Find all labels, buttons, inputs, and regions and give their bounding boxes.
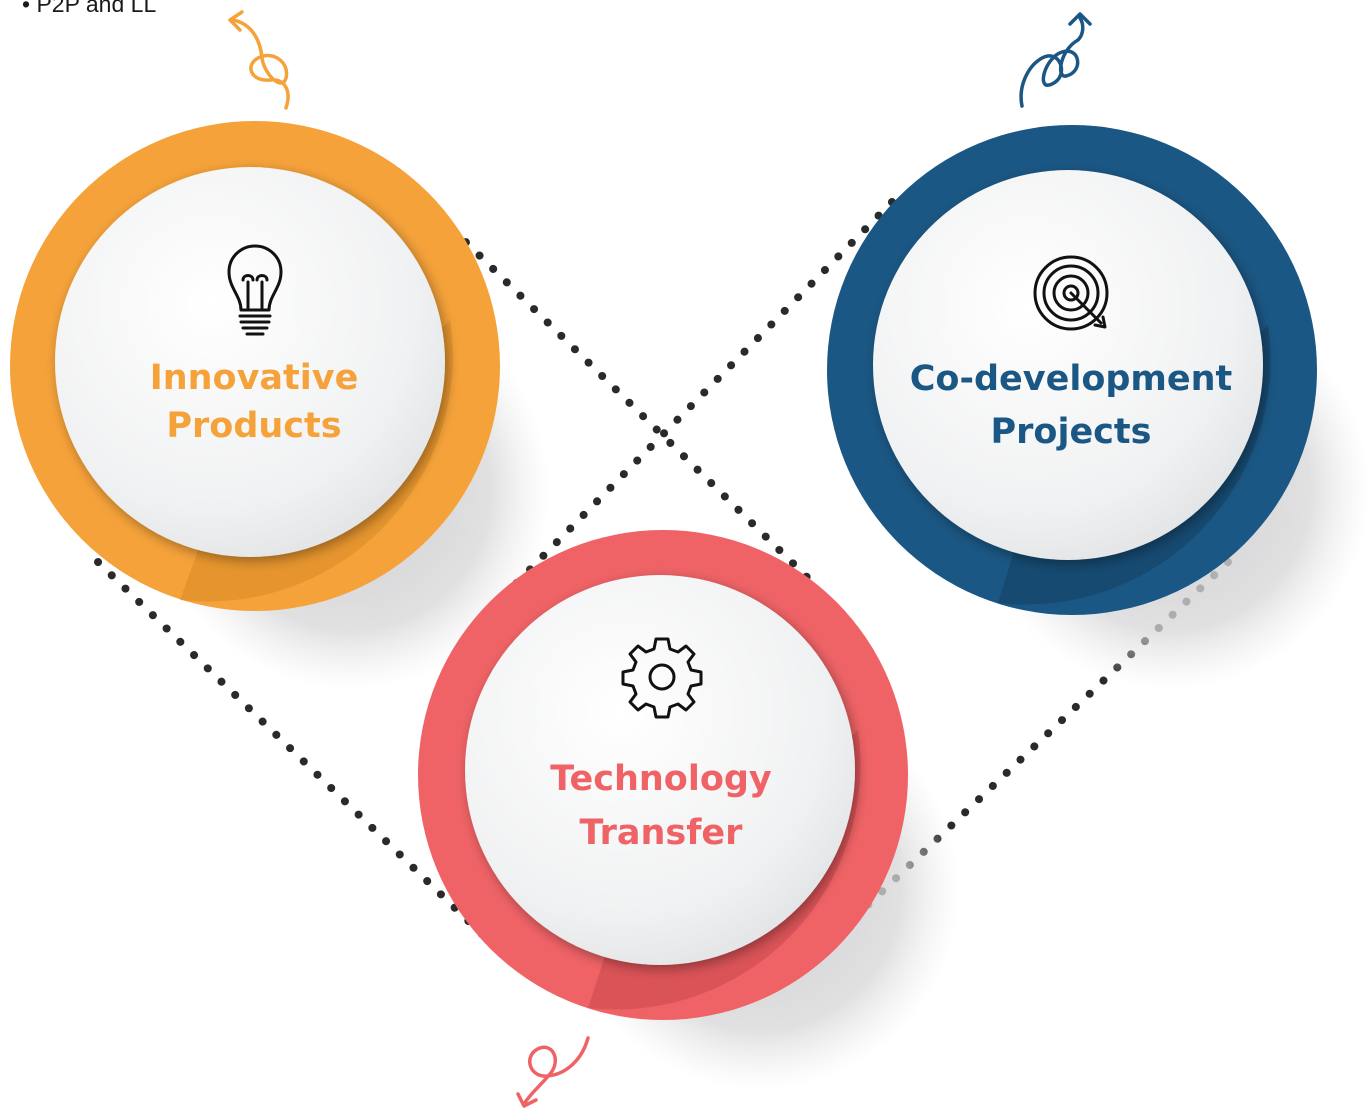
connector-lines (94, 198, 1232, 944)
connector-codev-to-tech (484, 198, 896, 616)
squiggle-arrow-red-icon (516, 1036, 590, 1108)
node-co-development-projects: Co-development Projects (827, 125, 1370, 690)
target-icon (1033, 255, 1109, 331)
node-label-line-2: Transfer (580, 813, 744, 853)
squiggle-arrow-orange-icon (228, 10, 290, 110)
node-label-line-1: Technology (550, 759, 772, 799)
node-label-line-1: Innovative (150, 358, 359, 398)
gear-icon (621, 637, 703, 719)
squiggle-arrow-blue-icon (1019, 12, 1092, 108)
node-inner-disc (55, 167, 445, 557)
node-inner-disc (873, 170, 1263, 560)
connector-innovative-to-codev (421, 198, 819, 589)
node-innovative-products: Innovative Products (10, 121, 550, 690)
node-technology-transfer: Technology Transfer (418, 530, 960, 1090)
top-note: • P2P and LL (22, 0, 157, 17)
node-label-line-2: Products (166, 406, 341, 446)
node-label-line-2: Projects (990, 412, 1151, 452)
node-inner-disc (465, 575, 855, 965)
lightbulb-icon (227, 244, 283, 336)
ring-shade (998, 325, 1271, 605)
node-label-line-1: Co-development (910, 359, 1233, 399)
